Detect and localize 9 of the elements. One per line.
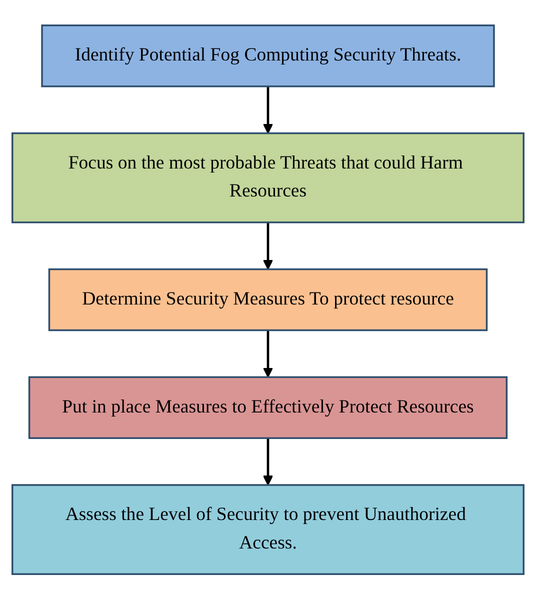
node-box: Assess the Level of Security to prevent Unauthorized Access. — [12, 484, 524, 575]
arrow — [262, 438, 274, 486]
node-box: Focus on the most probable Threats that could Harm Resources — [12, 132, 524, 223]
node-box: Determine Security Measures To protect resource — [48, 268, 488, 331]
arrow — [262, 86, 274, 134]
node-box: Put in place Measures to Effectively Protect Resources — [28, 376, 508, 439]
arrow — [262, 330, 274, 378]
arrow — [262, 222, 274, 270]
node-box: Identify Potential Fog Computing Security Threats. — [41, 24, 495, 87]
